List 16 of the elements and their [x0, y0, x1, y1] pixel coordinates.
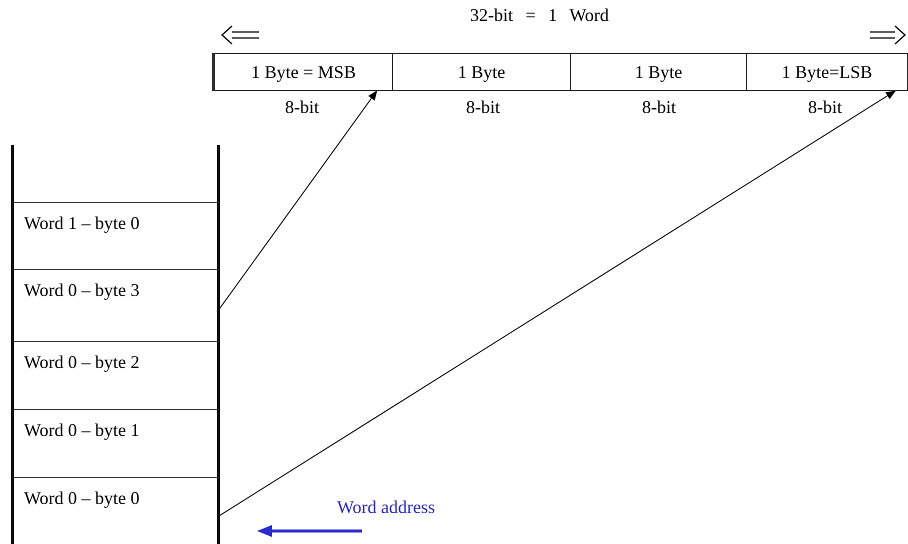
- memory-cell: Word 0 – byte 3: [14, 269, 217, 341]
- byte-cell: 1 Byte = MSB: [212, 53, 393, 91]
- memory-cell: Word 0 – byte 1: [14, 409, 217, 477]
- bit-width-label: 8-bit: [808, 97, 842, 118]
- memory-cell: Word 0 – byte 2: [14, 341, 217, 409]
- memory-cell: Word 1 – byte 0: [14, 202, 217, 269]
- arrow: [216, 90, 378, 313]
- byte-cell: 1 Byte: [571, 53, 747, 91]
- bit-width-label: 8-bit: [466, 97, 500, 118]
- bit-width-label: 8-bit: [285, 97, 319, 118]
- title-label: 32-bit = 1 Word: [470, 5, 609, 26]
- bit-width-label: 8-bit: [642, 97, 676, 118]
- byte-cell: 1 Byte: [393, 53, 571, 91]
- memory-cell: Word 0 – byte 0: [14, 477, 217, 544]
- byte-cell: 1 Byte=LSB: [747, 53, 908, 91]
- axis-label: Word address: [337, 497, 436, 518]
